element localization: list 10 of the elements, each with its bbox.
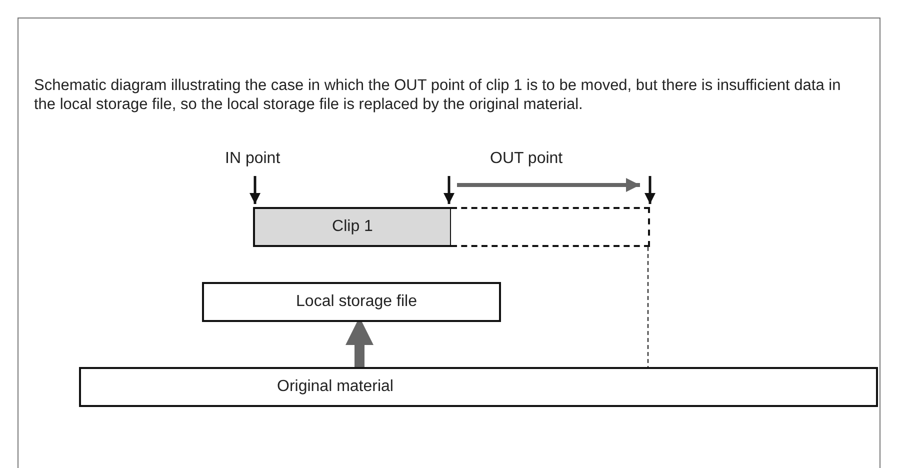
bar-label: Clip 1: [331, 218, 374, 236]
timeline-bar: [79, 367, 878, 407]
extension-box: [451, 207, 650, 247]
timeline-bar: [253, 207, 452, 247]
timeline-bar: [202, 282, 501, 322]
bar-label: Original material: [277, 378, 394, 396]
title: Schematic diagram illustrating the case in which the OUT point of clip 1 is to be moved, but there is insufficient data in the local storage file, so the local storage file is replaced by the original material.: [34, 76, 842, 114]
bar-label: Local storage file: [295, 293, 418, 311]
point-label: IN point: [225, 150, 280, 168]
point-label: OUT point: [490, 150, 563, 168]
